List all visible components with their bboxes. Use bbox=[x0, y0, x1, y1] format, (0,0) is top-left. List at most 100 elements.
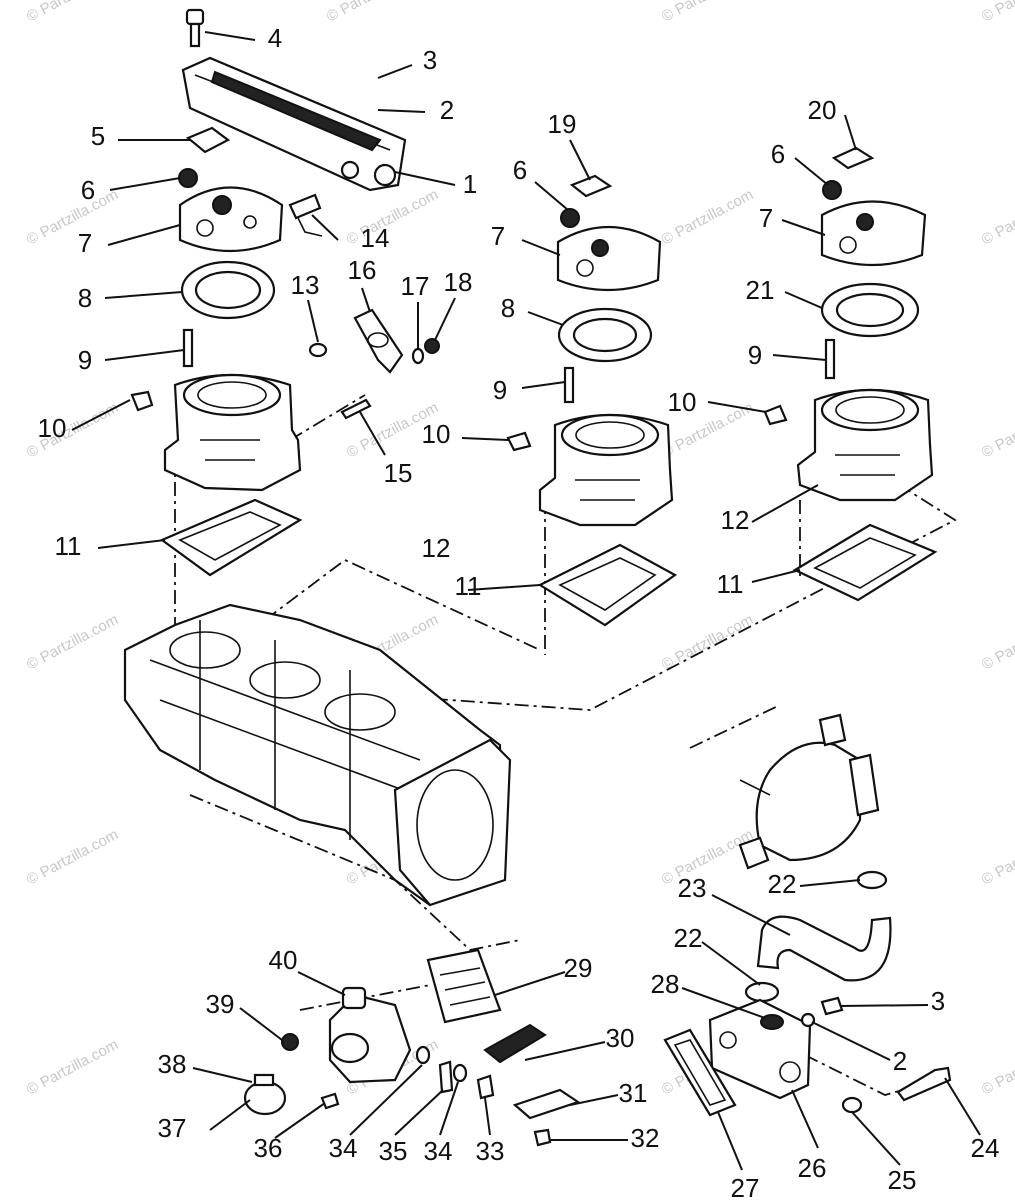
stud-9 bbox=[824, 338, 836, 380]
callout-28: 28 bbox=[651, 969, 680, 999]
callout-31: 31 bbox=[619, 1078, 648, 1108]
cylinder-head-7 bbox=[820, 200, 927, 267]
callout-14: 14 bbox=[361, 223, 390, 253]
callout-11: 11 bbox=[717, 569, 744, 599]
hose-23 bbox=[756, 915, 892, 982]
head-gasket-21 bbox=[820, 282, 920, 338]
stud-9 bbox=[182, 328, 194, 368]
callout-9: 9 bbox=[748, 340, 762, 370]
callout-9: 9 bbox=[78, 345, 92, 375]
bolt-24 bbox=[896, 1066, 952, 1102]
bolt-4 bbox=[185, 8, 205, 48]
watermark: © Partzilla.com bbox=[979, 399, 1015, 461]
callout-6: 6 bbox=[81, 175, 95, 205]
gasket-19 bbox=[569, 174, 613, 198]
crankcase bbox=[123, 603, 512, 907]
callout-40: 40 bbox=[269, 945, 298, 975]
watermark: © Partzilla.com bbox=[324, 0, 421, 26]
hose-clamp-37 bbox=[243, 1073, 287, 1116]
nut-10 bbox=[506, 431, 532, 452]
callout-9: 9 bbox=[493, 375, 507, 405]
callout-22: 22 bbox=[674, 923, 703, 953]
callout-23: 23 bbox=[678, 873, 707, 903]
watermark: © Partzilla.com bbox=[659, 0, 756, 26]
washer-34 bbox=[452, 1063, 468, 1083]
head-gasket-8 bbox=[557, 307, 653, 363]
gasket-20 bbox=[831, 146, 875, 170]
callout-10: 10 bbox=[422, 419, 451, 449]
callout-7: 7 bbox=[759, 203, 773, 233]
outlet-housing-40 bbox=[328, 986, 412, 1084]
callout-11: 11 bbox=[455, 571, 482, 601]
callout-38: 38 bbox=[158, 1049, 187, 1079]
callout-18: 18 bbox=[444, 267, 473, 297]
base-gasket-11 bbox=[537, 543, 678, 627]
callout-12: 12 bbox=[422, 533, 451, 563]
watermark: © Partzilla.com bbox=[979, 0, 1015, 26]
nut-6 bbox=[178, 168, 198, 188]
watermark: © Partzilla.com bbox=[979, 826, 1015, 888]
callout-10: 10 bbox=[668, 387, 697, 417]
base-gasket-11 bbox=[792, 523, 938, 602]
cylinder-3 bbox=[796, 388, 934, 502]
reed-cage-29 bbox=[426, 948, 502, 1024]
reed-30 bbox=[483, 1023, 547, 1064]
washer-34 bbox=[415, 1045, 431, 1065]
callout-36: 36 bbox=[254, 1133, 283, 1163]
callout-5: 5 bbox=[91, 121, 105, 151]
water-manifold-1 bbox=[181, 56, 407, 192]
watermark: © Partzilla.com bbox=[979, 611, 1015, 673]
manifold-gasket-5 bbox=[185, 126, 231, 154]
pump-housing bbox=[738, 713, 880, 870]
callout-7: 7 bbox=[78, 228, 92, 258]
callout-19: 19 bbox=[548, 109, 577, 139]
callout-25: 25 bbox=[888, 1165, 917, 1195]
cylinder-3-stack bbox=[763, 146, 938, 602]
watermark: © Partzilla.com bbox=[24, 611, 121, 673]
callout-30: 30 bbox=[606, 1023, 635, 1053]
callout-10: 10 bbox=[38, 413, 67, 443]
watermark: © Partzilla.com bbox=[659, 611, 756, 673]
callout-8: 8 bbox=[501, 293, 515, 323]
bolt-3 bbox=[820, 996, 844, 1016]
washer-2 bbox=[800, 1012, 816, 1028]
plate-31 bbox=[512, 1088, 581, 1120]
cylinder-2 bbox=[538, 413, 674, 527]
callout-labels: 4 3 2 5 6 7 8 9 10 11 1 14 13 16 17 18 1… bbox=[38, 23, 1000, 1200]
watermark: © Partzilla.com bbox=[24, 0, 121, 26]
fitting-28 bbox=[760, 1014, 784, 1030]
callout-6: 6 bbox=[513, 155, 527, 185]
nut-10 bbox=[763, 404, 788, 426]
cylinder-head-7 bbox=[556, 226, 662, 292]
screw-36 bbox=[320, 1092, 340, 1110]
leader-lines bbox=[71, 31, 981, 1171]
watermark: © Partzilla.com bbox=[24, 186, 121, 248]
callout-17: 17 bbox=[401, 271, 430, 301]
fitting-17 bbox=[411, 347, 425, 365]
callout-15: 15 bbox=[384, 458, 413, 488]
callout-3: 3 bbox=[423, 45, 437, 75]
callout-11: 11 bbox=[55, 531, 82, 561]
hose-assembly bbox=[744, 870, 892, 1003]
watermark: © Partzilla.com bbox=[979, 186, 1015, 248]
fitting-block-26 bbox=[708, 998, 812, 1100]
cylinder-2-stack bbox=[506, 174, 678, 627]
callout-12: 12 bbox=[721, 505, 750, 535]
callout-2: 2 bbox=[440, 95, 454, 125]
watermark: © Partzilla.com bbox=[24, 1036, 121, 1098]
callout-16: 16 bbox=[348, 255, 377, 285]
fitting-35 bbox=[438, 1060, 454, 1094]
cap-18 bbox=[424, 338, 440, 354]
base-gasket-11 bbox=[159, 498, 303, 577]
stud-15 bbox=[340, 398, 372, 420]
callout-6: 6 bbox=[771, 139, 785, 169]
callout-21: 21 bbox=[746, 275, 775, 305]
callout-8: 8 bbox=[78, 283, 92, 313]
cylinder-1 bbox=[163, 373, 302, 492]
nut-39 bbox=[281, 1033, 299, 1051]
plug-25 bbox=[841, 1096, 863, 1114]
stud-9 bbox=[563, 366, 575, 404]
callout-39: 39 bbox=[206, 989, 235, 1019]
